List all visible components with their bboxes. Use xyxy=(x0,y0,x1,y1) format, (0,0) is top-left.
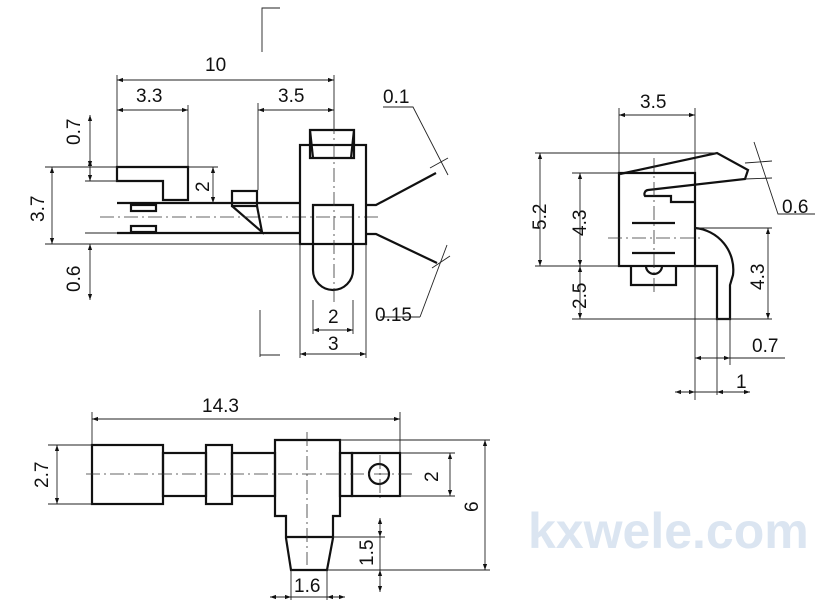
right-lead-upper xyxy=(366,172,437,207)
dim-label: 2 xyxy=(193,181,214,192)
dim-label: 2 xyxy=(328,307,339,328)
outline-stroke xyxy=(308,128,356,160)
top-body xyxy=(273,438,342,572)
outline-stroke xyxy=(629,265,678,287)
dim-label: 1.6 xyxy=(294,576,320,597)
right-lead-lower xyxy=(366,232,438,264)
dim-label: 14.3 xyxy=(202,396,239,417)
end-body xyxy=(617,171,697,268)
outline-stroke xyxy=(129,224,158,234)
dim-label: 0.6 xyxy=(782,197,808,218)
outline-stroke xyxy=(129,203,158,213)
ring xyxy=(204,443,234,506)
outline-stroke xyxy=(744,160,773,164)
dim-label: 5.2 xyxy=(530,204,551,230)
outline-stroke xyxy=(338,451,354,498)
outline-stroke xyxy=(429,157,449,169)
outline-stroke xyxy=(753,141,815,215)
section-marker xyxy=(261,7,280,52)
bent-lead xyxy=(694,226,735,321)
dim-label: 1.5 xyxy=(357,540,378,566)
top-view: 14.3 2.7 2 6 1.5 1.6 xyxy=(32,396,490,600)
dim-label: 3.5 xyxy=(640,92,666,113)
dim-label: 2.7 xyxy=(32,462,53,488)
end-view: 3.5 5.2 4.3 2.5 4.3 0.6 0.7 1 xyxy=(530,92,815,400)
dim-label: 1 xyxy=(736,372,747,393)
dim-label: 0.15 xyxy=(375,305,412,326)
switch-body xyxy=(298,143,368,246)
dim-label: 0.7 xyxy=(752,336,778,357)
lens xyxy=(311,203,355,292)
dim-label: 3.7 xyxy=(28,196,49,222)
dim-label: 3.5 xyxy=(278,86,304,107)
dim-label: 3.3 xyxy=(136,86,162,107)
outline-stroke xyxy=(419,244,448,318)
lever xyxy=(619,151,750,204)
dim-label: 4.3 xyxy=(748,264,769,290)
left-block xyxy=(115,165,190,202)
cylinder xyxy=(90,443,165,506)
dim-label: 4.3 xyxy=(570,210,591,236)
dim-label: 3 xyxy=(328,334,339,355)
outline-stroke xyxy=(744,177,773,180)
outline-stroke xyxy=(231,205,264,235)
small-block xyxy=(230,189,259,208)
dim-label: 10 xyxy=(205,55,226,76)
outline-stroke xyxy=(383,106,449,176)
dim-label: 0.1 xyxy=(383,87,409,108)
dim-label: 0.7 xyxy=(64,119,85,145)
outline-stroke xyxy=(230,451,277,498)
outline-stroke xyxy=(161,451,208,498)
dim-label: 0.6 xyxy=(64,266,85,292)
dim-label: 2.5 xyxy=(570,283,591,309)
dim-label: 2 xyxy=(422,471,443,482)
tab xyxy=(350,451,402,498)
side-view: 10 3.3 3.5 0.1 0.15 2 3 xyxy=(28,7,451,358)
watermark: kxwele.com xyxy=(528,503,809,559)
dim-label: 6 xyxy=(462,501,483,512)
